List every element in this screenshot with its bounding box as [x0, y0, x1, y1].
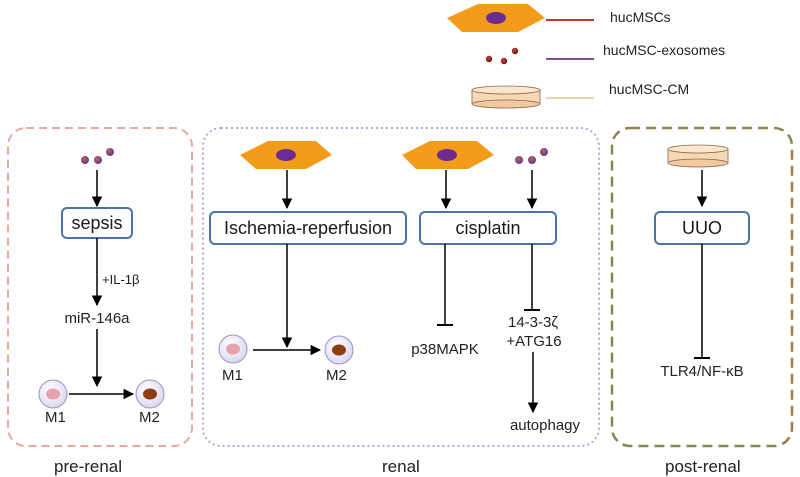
renal-panel: [202, 127, 600, 447]
legend-cm-label: hucMSC-CM: [609, 81, 689, 97]
legend-cells-label: hucMSCs: [610, 9, 671, 25]
post-renal-panel: [610, 126, 794, 448]
renal-m2-macrophage: [324, 335, 354, 365]
renal-cell-icon-ischemia: [240, 141, 332, 169]
post-renal-dish-icon: [667, 144, 729, 168]
uuo-label: UUO: [682, 218, 722, 238]
pre-m2-macrophage: [135, 379, 165, 409]
post-renal-label: post-renal: [665, 457, 741, 476]
renal-m1-label: M1: [222, 367, 243, 384]
renal-m1-macrophage: [218, 334, 248, 364]
protein-line2-label: +ATG16: [506, 333, 561, 350]
autophagy-label: autophagy: [510, 417, 581, 434]
legend-exosome-icon: [485, 47, 519, 65]
inhibit-tlr4: [694, 244, 710, 359]
pre-m1-macrophage: [38, 379, 68, 409]
legend-dish-icon: [471, 85, 541, 109]
pre-renal-exosome-icon: [81, 148, 114, 164]
inhibit-14-3-3: [524, 244, 540, 311]
renal-m2-label: M2: [326, 367, 347, 384]
inhibit-p38: [437, 244, 453, 326]
legend-exosomes-label: hucMSC-exosomes: [603, 42, 725, 58]
renal-exosome-icon: [515, 148, 548, 164]
pre-renal-label: pre-renal: [54, 457, 122, 476]
cisplatin-label: cisplatin: [455, 218, 520, 238]
renal-label: renal: [382, 457, 420, 476]
mirna-label: miR-146a: [64, 310, 130, 327]
pre-m2-label: M2: [139, 409, 160, 426]
pre-renal-panel: [7, 127, 193, 447]
il1b-label: +IL-1β: [102, 272, 139, 287]
tlr4-label: TLR4/NF-κB: [660, 363, 743, 380]
sepsis-label: sepsis: [71, 213, 122, 233]
renal-cell-icon-cisplatin: [402, 141, 494, 169]
ischemia-box: [209, 211, 407, 245]
cisplatin-box: [419, 211, 557, 245]
pre-m1-label: M1: [45, 409, 66, 426]
ischemia-label: Ischemia-reperfusion: [224, 218, 392, 238]
legend: hucMSCs hucMSC-exosomes hucMSC-CM: [447, 4, 725, 109]
legend-cell-icon: [447, 4, 545, 32]
p38-label: p38MAPK: [411, 341, 479, 358]
protein-line1-label: 14-3-3ζ: [508, 314, 558, 331]
